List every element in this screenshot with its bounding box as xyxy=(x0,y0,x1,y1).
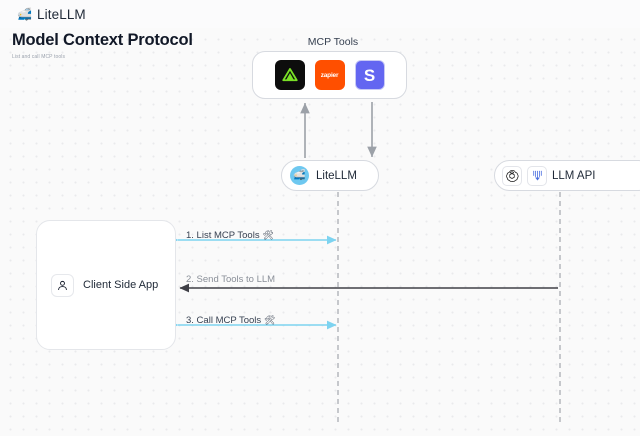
openai-logo-icon xyxy=(502,165,522,186)
message-label-3: 3. Call MCP Tools 🛠 xyxy=(186,315,276,326)
brand-logo[interactable]: 🚅 LiteLLM xyxy=(17,7,86,22)
litellm-avatar-icon: 🚅 xyxy=(290,166,309,185)
message-label-1-text: 1. List MCP Tools xyxy=(186,230,260,241)
top-bar: 🚅 LiteLLM xyxy=(0,0,640,28)
person-icon xyxy=(51,273,74,297)
message-label-1: 1. List MCP Tools 🛠 xyxy=(186,230,274,241)
tool-tile-zapier-logo[interactable]: zapier xyxy=(314,60,345,90)
message-label-3-text: 3. Call MCP Tools xyxy=(186,315,262,326)
tools-icon: 🛠 xyxy=(264,315,276,325)
brand-name: LiteLLM xyxy=(37,6,86,22)
node-litellm[interactable]: 🚅 LiteLLM xyxy=(281,160,379,191)
page-subtitle: List and call MCP tools xyxy=(12,54,66,60)
slack-letter: S xyxy=(363,65,376,85)
page-title: Model Context Protocol xyxy=(12,31,193,49)
tool-tile-triangle-logo[interactable] xyxy=(274,60,305,90)
message-label-2-text: 2. Send Tools to LLM xyxy=(186,274,276,285)
node-llm-api[interactable]: LLM API xyxy=(494,160,640,191)
tool-tile-slack-logo[interactable]: S xyxy=(354,60,385,90)
node-client-side-app-label: Client Side App xyxy=(83,279,159,291)
tools-icon: 🛠 xyxy=(262,230,275,240)
page-heading: Model Context Protocol List and call MCP… xyxy=(12,30,193,60)
anthropic-logo-icon xyxy=(527,165,547,186)
triangle-logo-icon xyxy=(281,68,298,82)
node-litellm-label: LiteLLM xyxy=(316,169,357,182)
zapier-wordmark: zapier xyxy=(320,71,339,79)
node-client-side-app[interactable]: Client Side App xyxy=(36,220,176,350)
mcp-tools-title: MCP Tools xyxy=(307,36,359,48)
message-label-2: 2. Send Tools to LLM xyxy=(186,274,275,285)
mcp-tools-group[interactable]: zapier S xyxy=(252,51,407,99)
bullet-train-icon: 🚅 xyxy=(17,7,33,21)
node-llm-api-label: LLM API xyxy=(552,169,596,182)
